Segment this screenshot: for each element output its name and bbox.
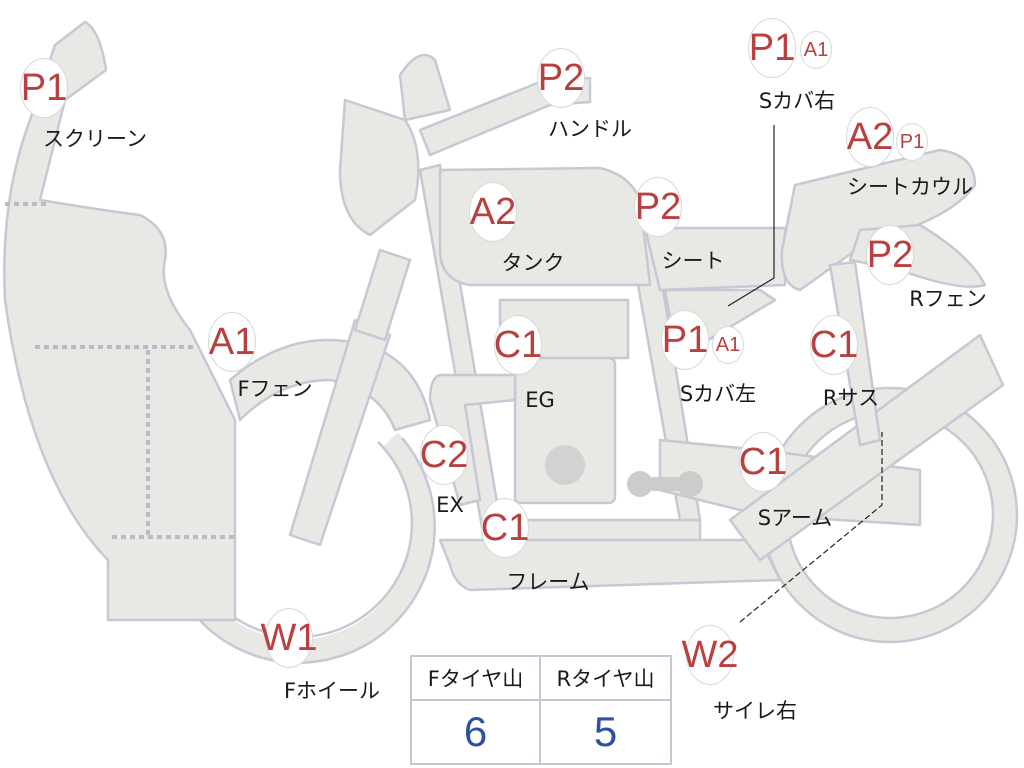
condition-code-badge-secondary: A1 [800, 31, 832, 69]
seat [643, 226, 787, 292]
tire-tread-table: Fタイヤ山 Rタイヤ山 6 5 [410, 655, 672, 765]
condition-code-badge: C1 [810, 315, 858, 375]
part-label: EX [436, 493, 464, 517]
condition-code-badge: P1 [661, 310, 709, 370]
condition-code-badge: P1 [748, 18, 796, 78]
part-label: Sアーム [757, 506, 833, 530]
part-label: シート [661, 249, 725, 273]
condition-code-badge: P1 [20, 58, 68, 118]
value-front-tire: 6 [412, 701, 541, 763]
front-wheel [196, 432, 435, 662]
mirror [398, 53, 452, 122]
condition-code-badge-secondary: P1 [896, 123, 928, 161]
condition-code-badge: W1 [261, 608, 318, 668]
part-label: EG [525, 388, 555, 412]
condition-code-badge: C1 [494, 315, 542, 375]
leader-line-silencer [739, 432, 883, 623]
part-label: Fフェン [237, 377, 313, 401]
leader-line-s-cover-right [727, 125, 775, 307]
condition-code-badge: C1 [739, 432, 787, 492]
header-front-tire: Fタイヤ山 [412, 657, 541, 701]
condition-code-badge: W2 [682, 625, 739, 685]
part-label: サイレ右 [713, 699, 797, 723]
condition-code-badge: P2 [537, 48, 585, 108]
part-label: Sカバ右 [758, 89, 836, 113]
part-label: シートカウル [847, 175, 973, 199]
condition-code-badge-secondary: A1 [712, 326, 744, 364]
condition-code-badge: A1 [208, 312, 256, 372]
part-label: Sカバ左 [679, 382, 757, 406]
headlight [338, 98, 420, 237]
part-label: Fホイール [283, 679, 381, 703]
screen-cowl [3, 20, 237, 622]
seat-cowl [780, 148, 977, 292]
condition-code-badge: C1 [481, 498, 529, 558]
part-label: Rフェン [909, 287, 987, 311]
part-label: フレーム [506, 570, 590, 594]
condition-code-badge: A2 [469, 182, 517, 242]
condition-code-badge: P2 [866, 225, 914, 285]
header-rear-tire: Rタイヤ山 [541, 657, 670, 701]
condition-code-badge: C2 [420, 425, 468, 485]
condition-code-badge: A2 [846, 107, 894, 167]
part-label: スクリーン [43, 127, 147, 151]
silencer [728, 333, 1005, 562]
condition-code-badge: P2 [634, 177, 682, 237]
part-label: タンク [501, 251, 565, 275]
part-label: Rサス [822, 386, 880, 410]
value-rear-tire: 5 [593, 708, 618, 755]
part-label: ハンドル [548, 117, 632, 141]
